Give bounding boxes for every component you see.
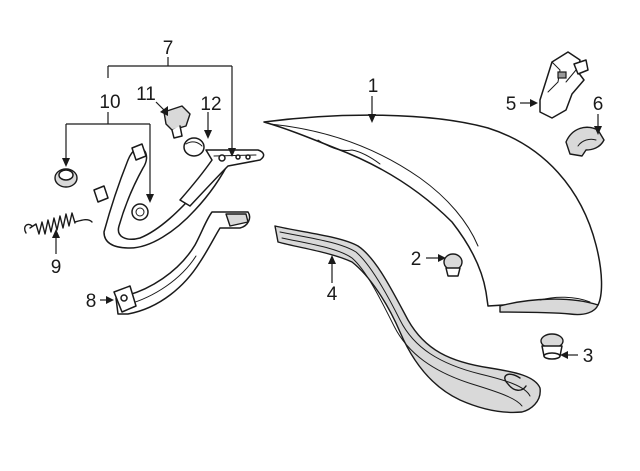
callout-2: 2 — [411, 249, 422, 270]
push-pin-part-2 — [443, 253, 463, 277]
spring-part-9 — [23, 212, 93, 235]
weatherstrip-seal-part-4 — [274, 225, 541, 414]
leader-lines — [52, 57, 602, 359]
hinge-arm-left — [93, 143, 231, 249]
callout-6: 6 — [593, 94, 604, 115]
callout-10: 10 — [99, 92, 120, 113]
callout-3: 3 — [583, 346, 594, 367]
grommet-part-10 — [54, 168, 78, 188]
trunk-lid-part-1 — [263, 114, 603, 316]
callout-5: 5 — [506, 94, 517, 115]
hinge-bracket-right — [179, 149, 265, 207]
striker-part-6 — [565, 126, 605, 157]
plug-part-3 — [540, 333, 564, 360]
callout-labels: 7 10 11 12 1 2 3 4 5 6 8 9 — [51, 38, 604, 367]
callout-1: 1 — [368, 76, 379, 97]
callout-8: 8 — [86, 291, 97, 312]
callout-12: 12 — [200, 94, 221, 115]
lower-hinge-part-8 — [113, 211, 251, 315]
bumper-part-12 — [183, 137, 205, 157]
callout-4: 4 — [327, 284, 338, 305]
callout-9: 9 — [51, 257, 62, 278]
lock-latch-part-5 — [539, 51, 589, 119]
callout-11: 11 — [136, 84, 156, 105]
callout-7: 7 — [163, 38, 174, 59]
clip-part-11 — [163, 105, 191, 139]
